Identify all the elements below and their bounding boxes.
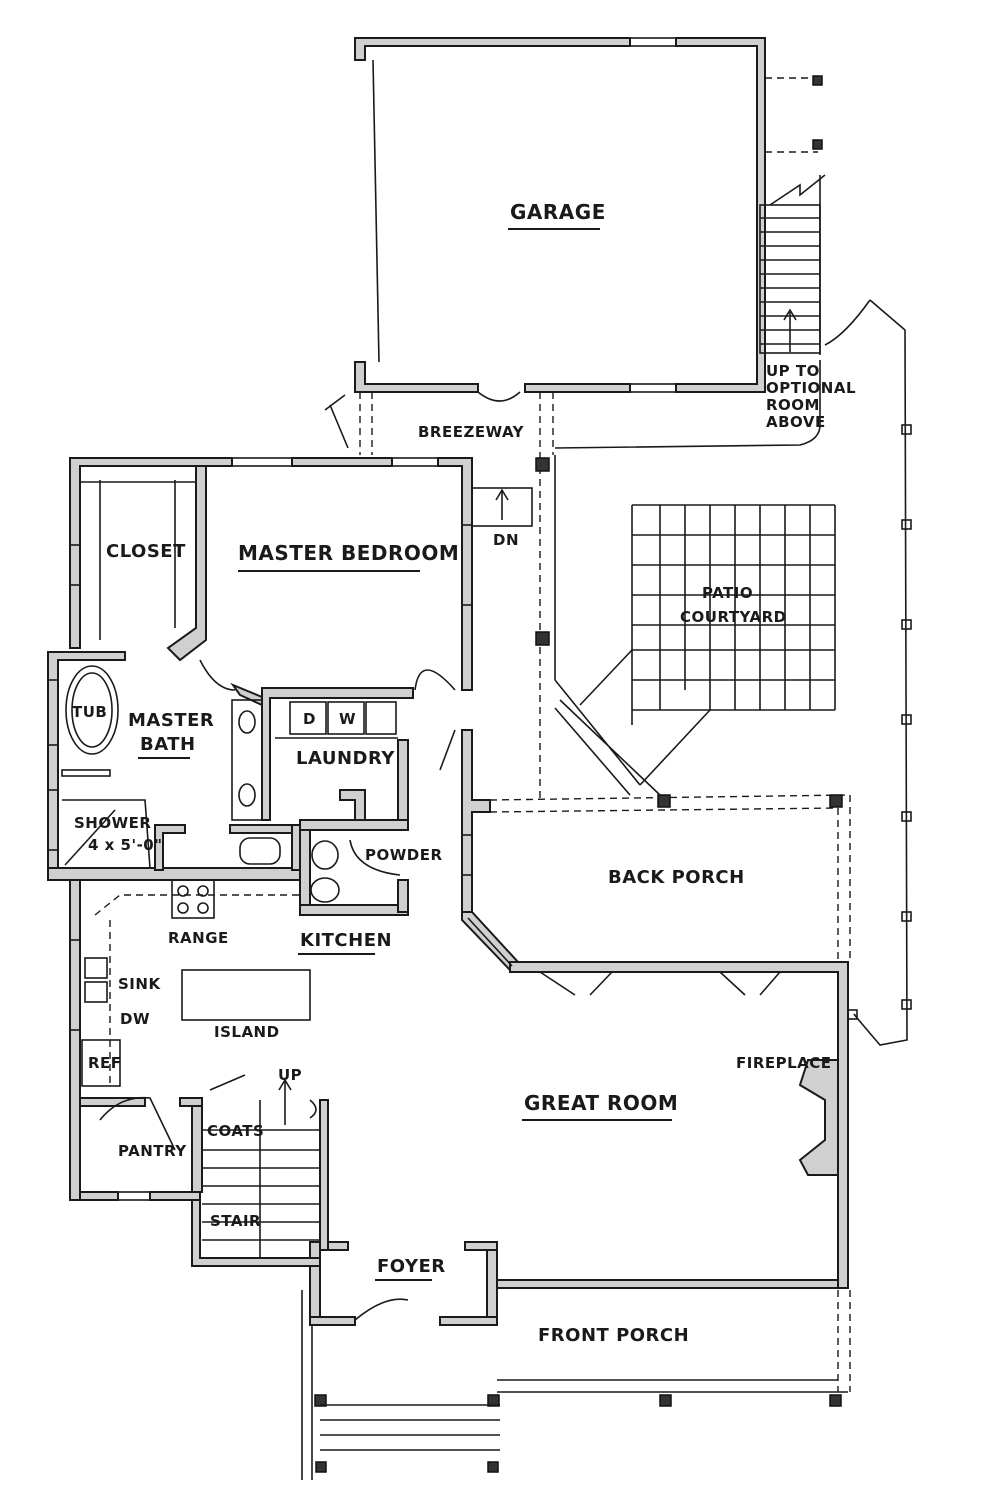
range-label: RANGE <box>168 929 229 947</box>
dw-label: DW <box>120 1010 150 1028</box>
fireplace-label: FIREPLACE <box>736 1054 832 1072</box>
front-porch-label: FRONT PORCH <box>538 1325 689 1346</box>
washer-label: W <box>339 710 356 728</box>
shower-size-label: 4 x 5'-0" <box>88 836 163 854</box>
garden-fence <box>824 299 912 1046</box>
main-stair <box>99 1074 320 1258</box>
patio-label: PATIO <box>702 584 753 602</box>
sink-label: SINK <box>118 975 161 993</box>
island-label: ISLAND <box>214 1023 280 1041</box>
garage-stair <box>554 75 826 449</box>
room-labels: GARAGE BREEZEWAY UP TO OPTIONAL ROOM ABO… <box>72 200 856 1346</box>
bath-fixtures <box>61 659 281 869</box>
stair-label: STAIR <box>210 1212 261 1230</box>
tub-label: TUB <box>72 703 107 721</box>
house-walls <box>47 457 849 1326</box>
powder-fixtures <box>310 839 401 903</box>
courtyard-label: COURTYARD <box>680 608 787 626</box>
great-room-label: GREAT ROOM <box>524 1091 678 1115</box>
coats-label: COATS <box>207 1122 264 1140</box>
above-label: ABOVE <box>766 413 826 431</box>
master-label: MASTER <box>128 710 214 731</box>
front-porch <box>301 1290 851 1480</box>
laundry-label: LAUNDRY <box>296 748 395 769</box>
shower-label: SHOWER <box>74 814 151 832</box>
kitchen-label: KITCHEN <box>300 930 392 951</box>
laundry-fixtures <box>275 669 456 771</box>
kitchen-fixtures <box>81 879 311 1087</box>
up-label: UP <box>278 1066 302 1084</box>
closet-fixtures <box>69 480 196 640</box>
master-bedroom-label: MASTER BEDROOM <box>238 541 459 565</box>
garage-walls <box>354 37 766 393</box>
dn-label: DN <box>493 531 519 549</box>
walkway <box>471 455 661 800</box>
bath-label: BATH <box>140 734 196 755</box>
ref-label: REF <box>88 1054 122 1072</box>
breezeway-label: BREEZEWAY <box>418 423 525 441</box>
up-to-label: UP TO <box>766 362 820 380</box>
breezeway <box>324 391 554 455</box>
back-porch-label: BACK PORCH <box>608 867 745 888</box>
powder-label: POWDER <box>365 846 443 864</box>
garage-label: GARAGE <box>510 200 606 224</box>
optional-label: OPTIONAL <box>766 379 856 397</box>
pantry-label: PANTRY <box>118 1142 187 1160</box>
patio-grid <box>579 504 836 786</box>
back-porch <box>489 794 851 996</box>
dryer-label: D <box>303 710 316 728</box>
room-label: ROOM <box>766 396 820 414</box>
closet-label: CLOSET <box>106 541 186 562</box>
foyer-label: FOYER <box>377 1256 446 1277</box>
